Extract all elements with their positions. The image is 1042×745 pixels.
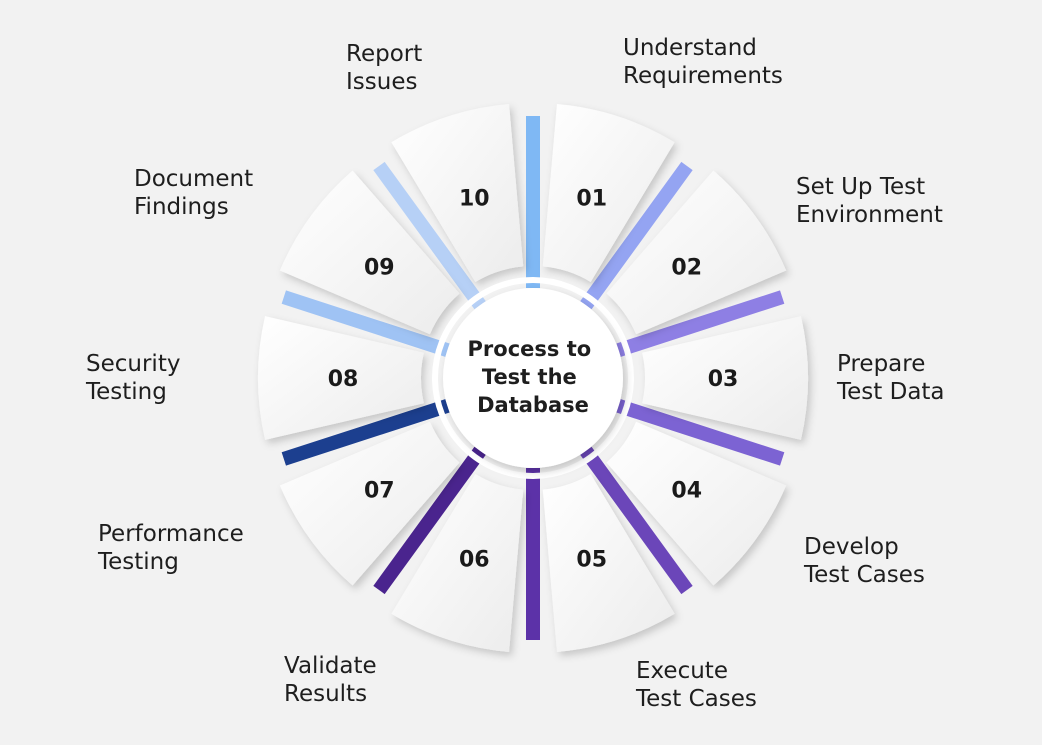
step-number-05: 05 [576, 548, 607, 573]
spoke-05 [580, 446, 693, 595]
step-label-07: Performance Testing [98, 521, 244, 575]
segment-01 [542, 104, 675, 282]
segment-05 [542, 474, 675, 652]
step-number-03: 03 [708, 367, 739, 392]
spoke-04 [616, 399, 785, 466]
step-number-07: 07 [364, 479, 395, 504]
step-number-06: 06 [459, 548, 490, 573]
center-ring [432, 277, 634, 479]
spoke-09 [281, 290, 450, 357]
step-label-05: Execute Test Cases [636, 658, 757, 712]
center-title: Process to Test the Database [468, 337, 599, 417]
step-number-04: 04 [671, 479, 702, 504]
step-number-02: 02 [671, 255, 702, 280]
center-circle [443, 288, 623, 468]
segment-02 [606, 170, 787, 335]
step-number-10: 10 [459, 186, 490, 211]
segment-10 [391, 104, 524, 282]
step-label-08: Security Testing [86, 351, 181, 405]
step-number-08: 08 [328, 367, 359, 392]
step-label-09: Document Findings [134, 166, 254, 220]
segment-08 [257, 316, 424, 440]
segment-06 [391, 474, 524, 652]
step-number-01: 01 [576, 186, 607, 211]
center-title-line-3: Database [477, 393, 589, 417]
spoke-08 [281, 399, 450, 466]
center-title-line-2: Test the [482, 365, 577, 389]
step-label-03: Prepare Test Data [837, 351, 945, 405]
segment-03 [642, 316, 808, 440]
spoke-07 [373, 446, 486, 595]
center-hub: Process to Test the Database [432, 277, 634, 479]
segment-04 [606, 421, 787, 586]
segments-layer: 01 02 03 04 05 06 07 08 09 10 [257, 104, 808, 652]
segment-09 [279, 170, 460, 335]
step-label-04: Develop Test Cases [804, 534, 925, 588]
segment-07 [279, 421, 460, 586]
step-label-10: Report Issues [346, 41, 423, 95]
center-title-line-1: Process to [468, 337, 592, 361]
spoke-03 [616, 290, 785, 357]
spokes-layer [281, 116, 785, 640]
spoke-10 [373, 161, 486, 310]
step-label-01: Understand Requirements [623, 35, 783, 89]
step-number-09: 09 [364, 255, 395, 280]
spoke-02 [580, 161, 693, 310]
step-label-06: Validate Results [284, 653, 377, 707]
step-label-02: Set Up Test Environment [796, 174, 943, 228]
